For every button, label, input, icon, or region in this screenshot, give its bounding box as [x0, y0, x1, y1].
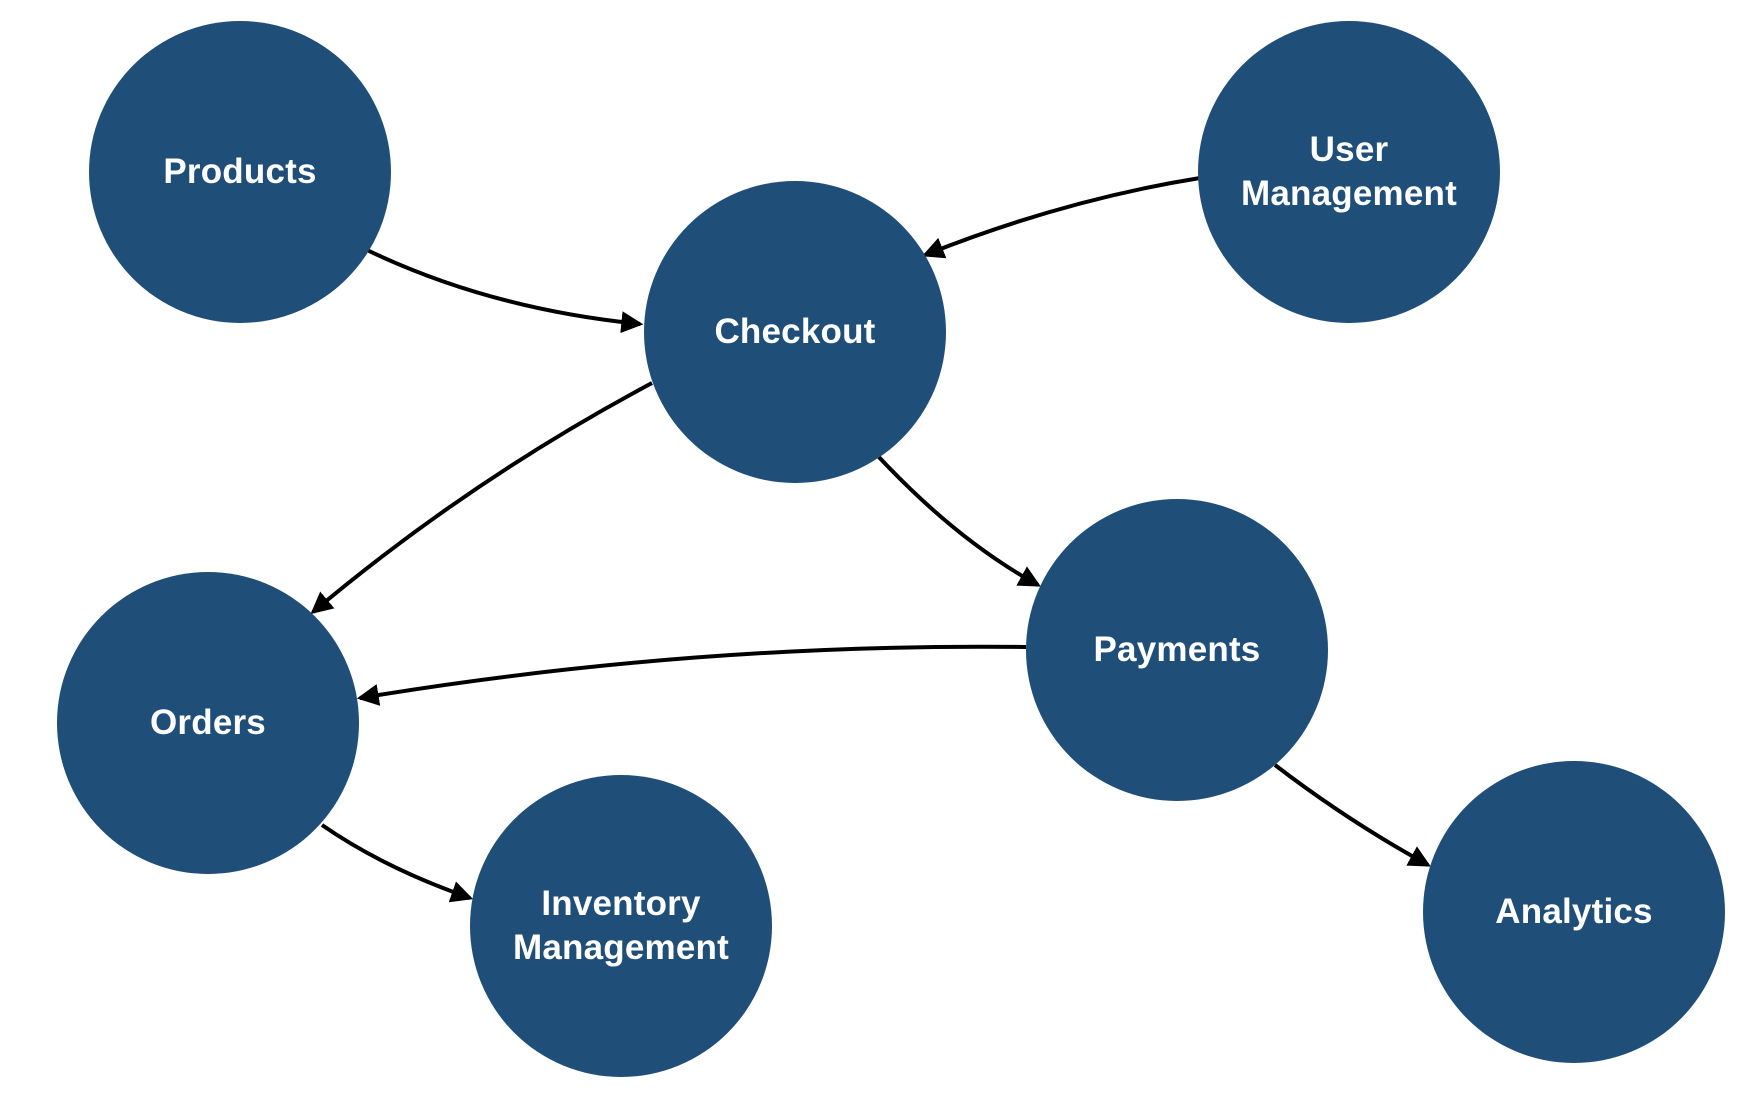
edge-checkout-to-orders [310, 381, 653, 615]
node-user-management[interactable]: User Management [1198, 21, 1500, 323]
node-products[interactable]: Products [89, 21, 391, 323]
edge-products-to-checkout [366, 248, 644, 334]
node-analytics-label: Analytics [1495, 891, 1653, 931]
edge-checkout-to-payments [875, 453, 1041, 587]
node-inventory-management-label: Inventory Management [513, 883, 729, 967]
edge-payments-to-orders [356, 644, 1027, 706]
node-payments[interactable]: Payments [1026, 499, 1328, 801]
node-checkout-label: Checkout [714, 311, 876, 351]
node-analytics[interactable]: Analytics [1423, 761, 1725, 1063]
node-orders[interactable]: Orders [57, 572, 359, 874]
node-orders-label: Orders [150, 702, 266, 742]
node-inventory-management[interactable]: Inventory Management [470, 775, 772, 1077]
edge-orders-to-inventory-management [320, 823, 474, 903]
node-user-management-label: User Management [1241, 129, 1457, 213]
node-payments-label: Payments [1093, 629, 1261, 669]
node-checkout[interactable]: Checkout [644, 181, 946, 483]
node-products-label: Products [163, 151, 317, 191]
edge-user-management-to-checkout [921, 176, 1201, 259]
edge-payments-to-analytics [1273, 763, 1431, 867]
